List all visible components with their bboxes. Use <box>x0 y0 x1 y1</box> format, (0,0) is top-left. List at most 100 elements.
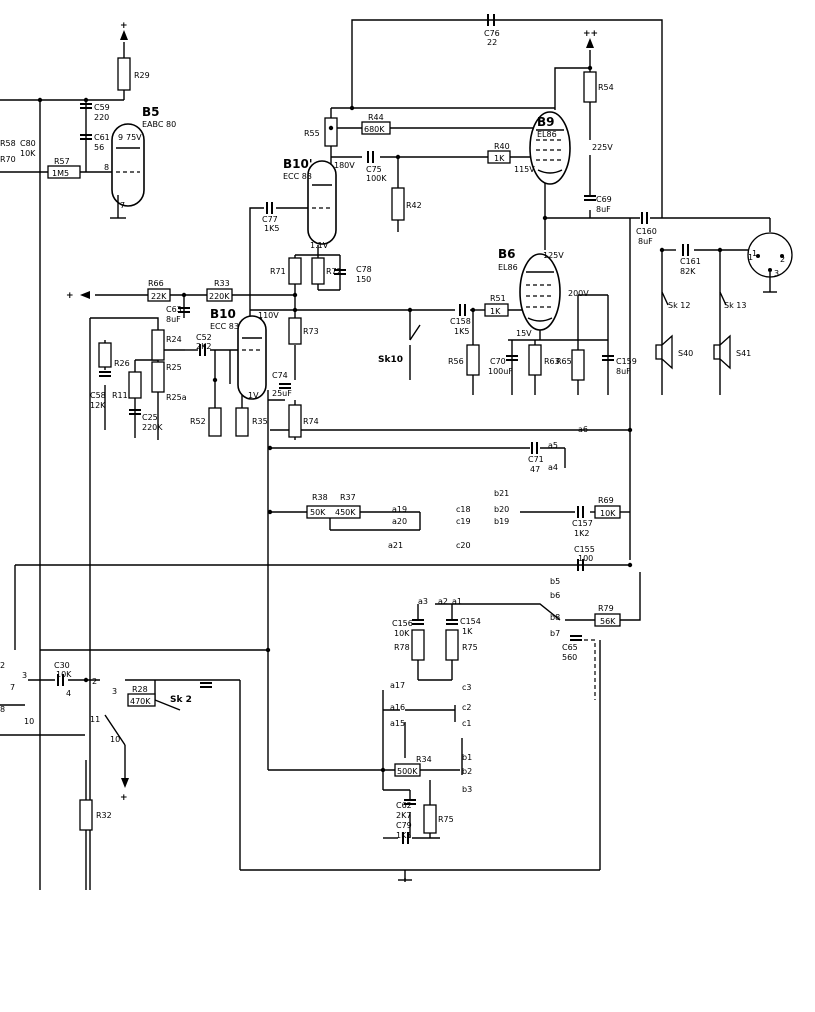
r40-label: R40 <box>494 142 510 151</box>
c159-label: C159 <box>616 357 637 366</box>
contact-a20: a20 <box>392 517 407 526</box>
contact-a16: a16 <box>390 703 405 712</box>
tube-b9-grid-v: 115V <box>514 165 535 174</box>
contact-b20: b20 <box>494 505 509 514</box>
resistor-r32 <box>79 799 93 831</box>
contact-c3: c3 <box>462 683 472 692</box>
c156-value: 10K <box>394 629 410 638</box>
r25-label: R25 <box>166 363 182 372</box>
c75-label: C75 <box>366 165 382 174</box>
contact-a1: a1 <box>452 597 462 606</box>
c70-label: C70 <box>490 357 506 366</box>
r70-label: R70 <box>0 155 16 164</box>
r26-label: R26 <box>114 359 130 368</box>
tube-b6-side-v: 200V <box>568 289 589 298</box>
contact-a4: a4 <box>548 463 558 472</box>
contact-b21: b21 <box>494 489 509 498</box>
resistor-r66 <box>147 288 171 302</box>
c161-value: 82K <box>680 267 696 276</box>
supply-label: + <box>120 21 128 31</box>
tube-b10-top <box>307 160 337 245</box>
c61-label: C61 <box>94 133 110 142</box>
c77-label: C77 <box>262 215 278 224</box>
tube-b5 <box>110 123 145 219</box>
contact-b2: b2 <box>462 767 472 776</box>
r25a-label: R25a <box>166 393 187 402</box>
c160-value: 8uF <box>638 237 653 246</box>
r57-label: R57 <box>54 157 70 166</box>
c74-label: C74 <box>272 371 288 380</box>
supply-terminals <box>80 30 594 882</box>
resistor-r63 <box>528 344 542 376</box>
r44-label: R44 <box>368 113 384 122</box>
resistor-r73 <box>288 317 302 345</box>
resistor-r51 <box>484 303 509 317</box>
wafer-label: 7 <box>10 683 15 692</box>
resistor-r79 <box>594 613 621 627</box>
c69-label: C69 <box>596 195 612 204</box>
resistors <box>47 57 621 834</box>
tube-b6-cath-v: 15V <box>516 329 532 338</box>
contact-c19: c19 <box>456 517 471 526</box>
switches <box>104 291 727 746</box>
arrow-down-icon <box>121 778 129 788</box>
resistor-r65 <box>571 349 585 381</box>
contact-a2: a2 <box>438 597 448 606</box>
wafer-label: 10 <box>24 717 34 726</box>
sk10-label: Sk10 <box>378 355 403 365</box>
contact-b5: b5 <box>550 577 560 586</box>
output-connector <box>747 232 793 293</box>
connector-pin-2: 2 <box>780 255 785 264</box>
c157-label: C157 <box>572 519 593 528</box>
c52-label: C52 <box>196 333 212 342</box>
r29-label: R29 <box>134 71 150 80</box>
resistor-r34 <box>394 763 421 777</box>
contact-c2: c2 <box>462 703 472 712</box>
contact-a3: a3 <box>418 597 428 606</box>
supply-label: + <box>120 793 128 803</box>
r79-value: 56K <box>600 617 616 626</box>
tube-b10a-cath: 1.1V <box>310 241 329 250</box>
tube-b6-top-v: 125V <box>543 251 564 260</box>
tube-b10b-cath: 1V <box>248 391 259 400</box>
c70-value: 100uF <box>488 367 513 376</box>
c62-value: 2K7 <box>396 811 411 820</box>
wafer-label: 4 <box>66 689 71 698</box>
c156-label: C156 <box>392 619 413 628</box>
resistor-r74 <box>288 404 302 438</box>
sk12-label: Sk 12 <box>668 301 690 310</box>
wafer-label: 3 <box>22 671 27 680</box>
r51-value: 1K <box>490 307 501 316</box>
resistor-r33 <box>206 288 233 302</box>
r75b-label: R75 <box>438 815 454 824</box>
c79-label: C79 <box>396 821 412 830</box>
r28-label: R28 <box>132 685 148 694</box>
r66-value: 22K <box>151 292 167 301</box>
c155-value: 100 <box>578 554 593 563</box>
connector-pin-3: 3 <box>774 269 779 278</box>
contact-b1: b1 <box>462 753 472 762</box>
tube-b9-anode-v: 225V <box>592 143 613 152</box>
capacitors <box>57 14 689 844</box>
resistor-r69 <box>594 505 621 519</box>
c71-label: C71 <box>528 455 544 464</box>
wafer-label: 3 <box>112 687 117 696</box>
tube-b10b-type: ECC 83 <box>210 322 239 331</box>
r42-label: R42 <box>406 201 422 210</box>
c158-label: C158 <box>450 317 471 326</box>
tube-b6-type: EL86 <box>498 263 518 272</box>
c77-value: 1K5 <box>264 224 279 233</box>
c58-value: 12K <box>90 401 106 410</box>
c154-value: 1K <box>462 627 473 636</box>
junctions <box>37 65 723 773</box>
c59-label: C59 <box>94 103 110 112</box>
resistor-r29 <box>117 57 131 91</box>
sk2-label: Sk 2 <box>170 695 192 705</box>
resistor-r78 <box>411 629 425 661</box>
c30-label: C30 <box>54 661 70 670</box>
tube-b6-name: B6 <box>498 247 516 261</box>
r24-label: R24 <box>166 335 182 344</box>
r33-label: R33 <box>214 279 230 288</box>
